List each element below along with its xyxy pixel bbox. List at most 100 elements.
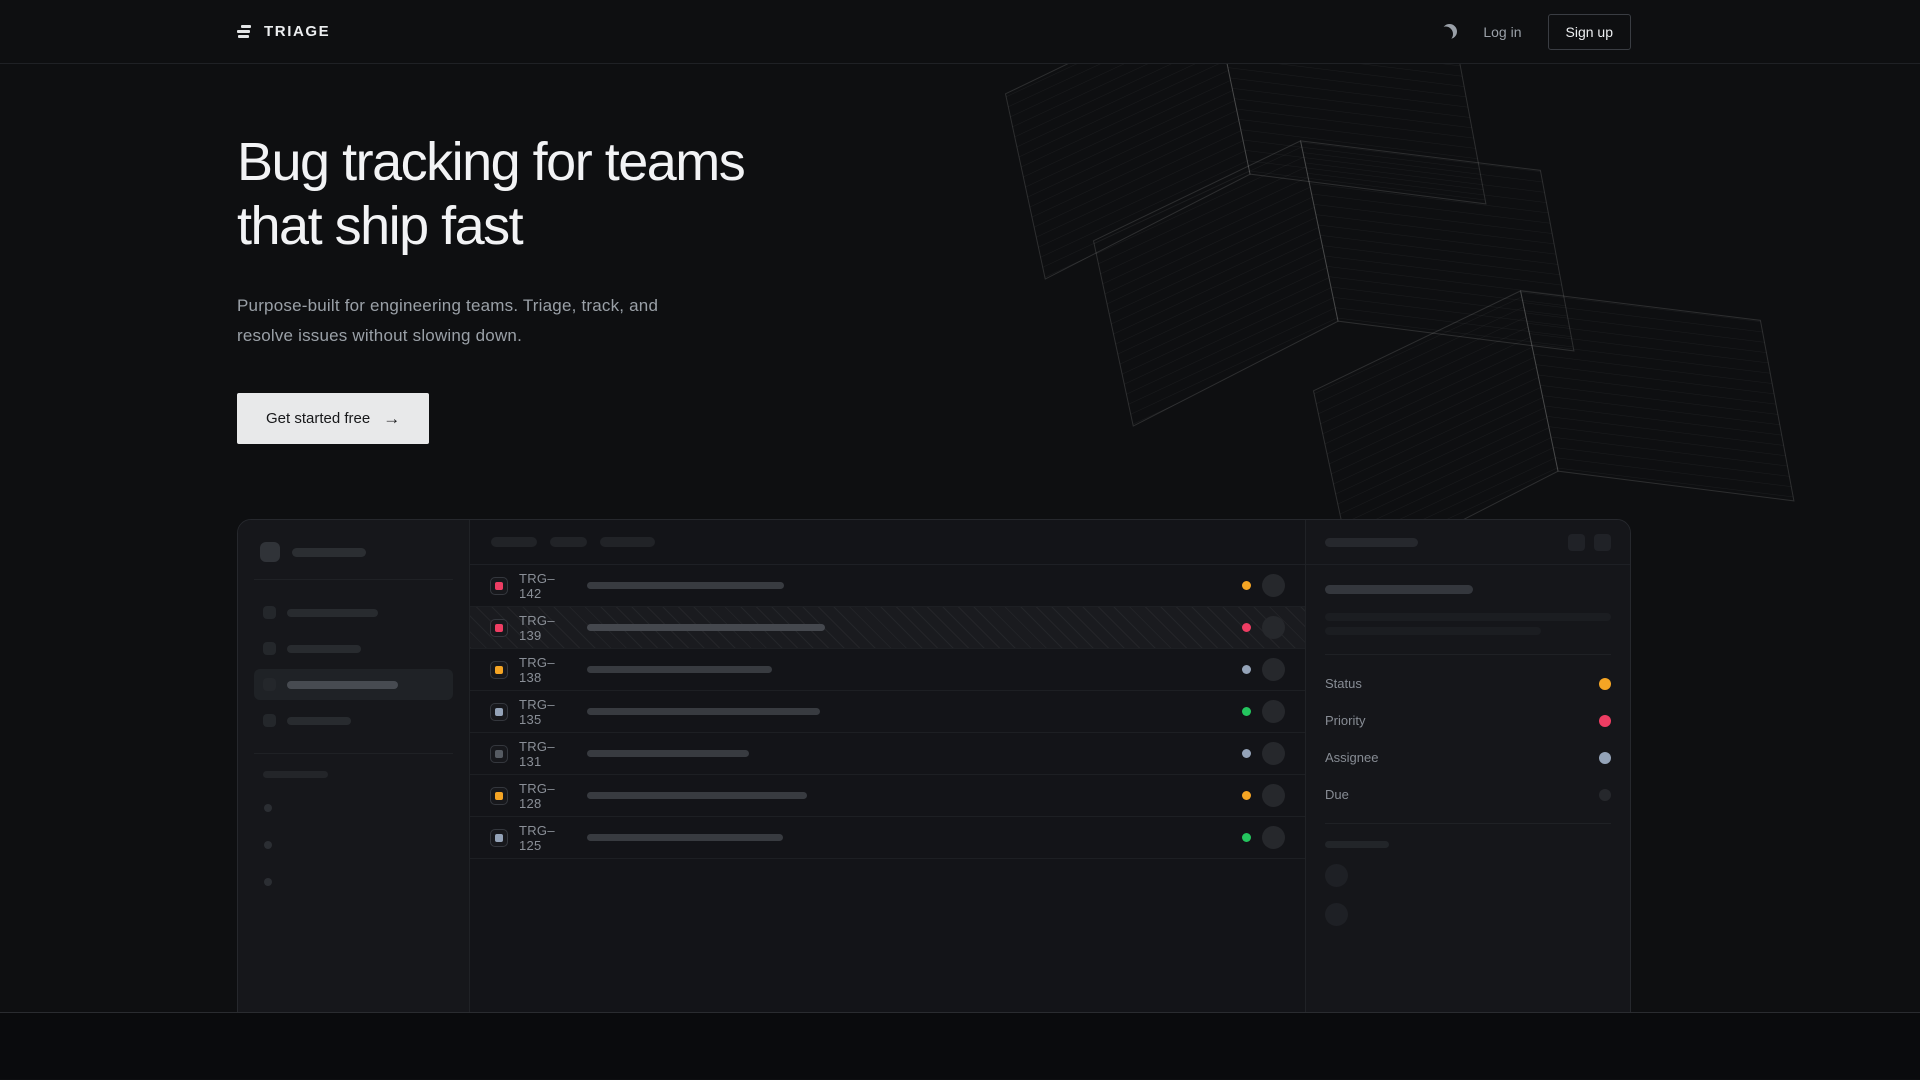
sidebar-section-label-skeleton — [263, 771, 328, 778]
issue-row: TRG–139 — [470, 607, 1305, 649]
sidebar-item-icon-skeleton — [263, 606, 276, 619]
detail-field-row: Due — [1325, 776, 1611, 813]
sidebar-item-label-skeleton — [287, 680, 398, 689]
top-nav: TRIAGE Log in Sign up — [0, 0, 1920, 64]
workspace-name-skeleton — [292, 547, 366, 557]
issue-type-icon — [490, 660, 508, 679]
issue-title-skeleton — [587, 582, 784, 589]
issue-title-skeleton — [587, 708, 820, 715]
hero-subtitle: Purpose-built for engineering teams. Tri… — [237, 296, 659, 345]
sidebar-item-label-skeleton — [287, 644, 361, 653]
detail-avatar-skeleton — [1325, 864, 1348, 887]
sidebar-divider — [254, 579, 453, 580]
issue-assignee-avatar-skeleton — [1262, 700, 1285, 723]
login-link[interactable]: Log in — [1483, 23, 1522, 40]
workspace-avatar-skeleton — [260, 542, 280, 562]
issue-status-dot — [1242, 833, 1251, 842]
issue-title-skeleton — [587, 750, 749, 757]
sidebar-item-icon-skeleton — [263, 714, 276, 727]
mockup-sidebar — [238, 520, 470, 1012]
detail-description-skeleton — [1325, 627, 1541, 635]
theme-toggle-moon-icon[interactable] — [1442, 24, 1457, 39]
issue-assignee-avatar-skeleton — [1262, 658, 1285, 681]
detail-activity-label-skeleton — [1325, 841, 1389, 848]
issue-assignee-avatar-skeleton — [1262, 826, 1285, 849]
issue-assignee-avatar-skeleton — [1262, 784, 1285, 807]
detail-field-row: Assignee — [1325, 739, 1611, 776]
issue-row: TRG–138 — [470, 649, 1305, 691]
filter-pill-skeleton — [600, 537, 655, 547]
issue-title-skeleton — [587, 834, 783, 841]
issue-detail-panel: Status Priority Assignee Due — [1305, 520, 1630, 1012]
detail-avatar-skeleton — [1325, 903, 1348, 926]
brand[interactable]: TRIAGE — [237, 23, 330, 40]
issue-assignee-avatar-skeleton — [1262, 742, 1285, 765]
detail-action-button-skeleton — [1594, 533, 1611, 551]
sidebar-divider — [254, 753, 453, 754]
sidebar-item-icon-skeleton — [263, 642, 276, 655]
arrow-right-icon: → — [383, 408, 401, 428]
issue-list: TRG–142 TRG–139 TRG–138 TRG–135 TRG–131 — [470, 565, 1305, 859]
sidebar-item-skeleton — [254, 597, 453, 628]
cta-label: Get started free — [266, 410, 371, 427]
sidebar-dot-skeleton — [264, 804, 272, 812]
issue-id: TRG–139 — [519, 612, 555, 643]
issue-row: TRG–128 — [470, 775, 1305, 817]
filter-pill-skeleton — [491, 537, 537, 547]
issue-status-dot — [1242, 581, 1251, 590]
issue-status-dot — [1242, 791, 1251, 800]
issue-title-skeleton — [587, 666, 772, 673]
issue-row: TRG–135 — [470, 691, 1305, 733]
issue-id: TRG–128 — [519, 780, 555, 811]
detail-field-value-dot — [1599, 714, 1611, 727]
issue-assignee-avatar-skeleton — [1262, 574, 1285, 597]
issue-row: TRG–131 — [470, 733, 1305, 775]
issue-row: TRG–125 — [470, 817, 1305, 859]
issue-status-dot — [1242, 749, 1251, 758]
issue-list-panel: TRG–142 TRG–139 TRG–138 TRG–135 TRG–131 — [470, 520, 1305, 1012]
issue-id: TRG–142 — [519, 570, 555, 601]
detail-action-button-skeleton — [1568, 533, 1585, 551]
issue-status-dot — [1242, 623, 1251, 632]
sidebar-item-skeleton — [254, 705, 453, 736]
detail-field-row: Priority — [1325, 702, 1611, 739]
detail-field-value-dot — [1599, 677, 1611, 690]
sidebar-item-skeleton-active — [254, 669, 453, 700]
issue-status-dot — [1242, 707, 1251, 716]
workspace-switcher-skeleton — [254, 542, 453, 562]
detail-field-value-dot — [1599, 751, 1611, 764]
detail-header — [1306, 520, 1630, 565]
issue-status-dot — [1242, 665, 1251, 674]
detail-breadcrumb-skeleton — [1325, 537, 1418, 547]
issue-type-icon — [490, 702, 508, 721]
issue-type-icon — [490, 786, 508, 805]
sidebar-item-label-skeleton — [287, 608, 378, 617]
issue-id: TRG–135 — [519, 696, 555, 727]
issue-type-icon — [490, 828, 508, 847]
issue-id: TRG–131 — [519, 738, 555, 769]
detail-fields: Status Priority Assignee Due — [1325, 665, 1611, 813]
sidebar-item-skeleton — [254, 633, 453, 664]
sidebar-dot-skeleton — [264, 841, 272, 849]
issue-id: TRG–125 — [519, 822, 555, 853]
issue-type-icon — [490, 618, 508, 637]
issue-assignee-avatar-skeleton — [1262, 616, 1285, 639]
triage-logo-icon — [237, 25, 253, 38]
detail-field-label: Assignee — [1325, 750, 1379, 765]
detail-field-label: Status — [1325, 676, 1362, 691]
footer-strip — [0, 1013, 1920, 1079]
issue-type-icon — [490, 744, 508, 763]
detail-field-label: Priority — [1325, 713, 1366, 728]
sidebar-item-icon-skeleton — [263, 678, 276, 691]
issue-row: TRG–142 — [470, 565, 1305, 607]
app-mockup: TRG–142 TRG–139 TRG–138 TRG–135 TRG–131 — [237, 519, 1631, 1012]
issue-title-skeleton — [587, 792, 807, 799]
get-started-button[interactable]: Get started free → — [237, 393, 430, 444]
detail-field-value-dot — [1599, 788, 1611, 801]
detail-title-skeleton — [1325, 585, 1473, 594]
sidebar-item-label-skeleton — [287, 716, 351, 725]
signup-button[interactable]: Sign up — [1547, 13, 1631, 50]
sidebar-dot-skeleton — [264, 878, 272, 886]
